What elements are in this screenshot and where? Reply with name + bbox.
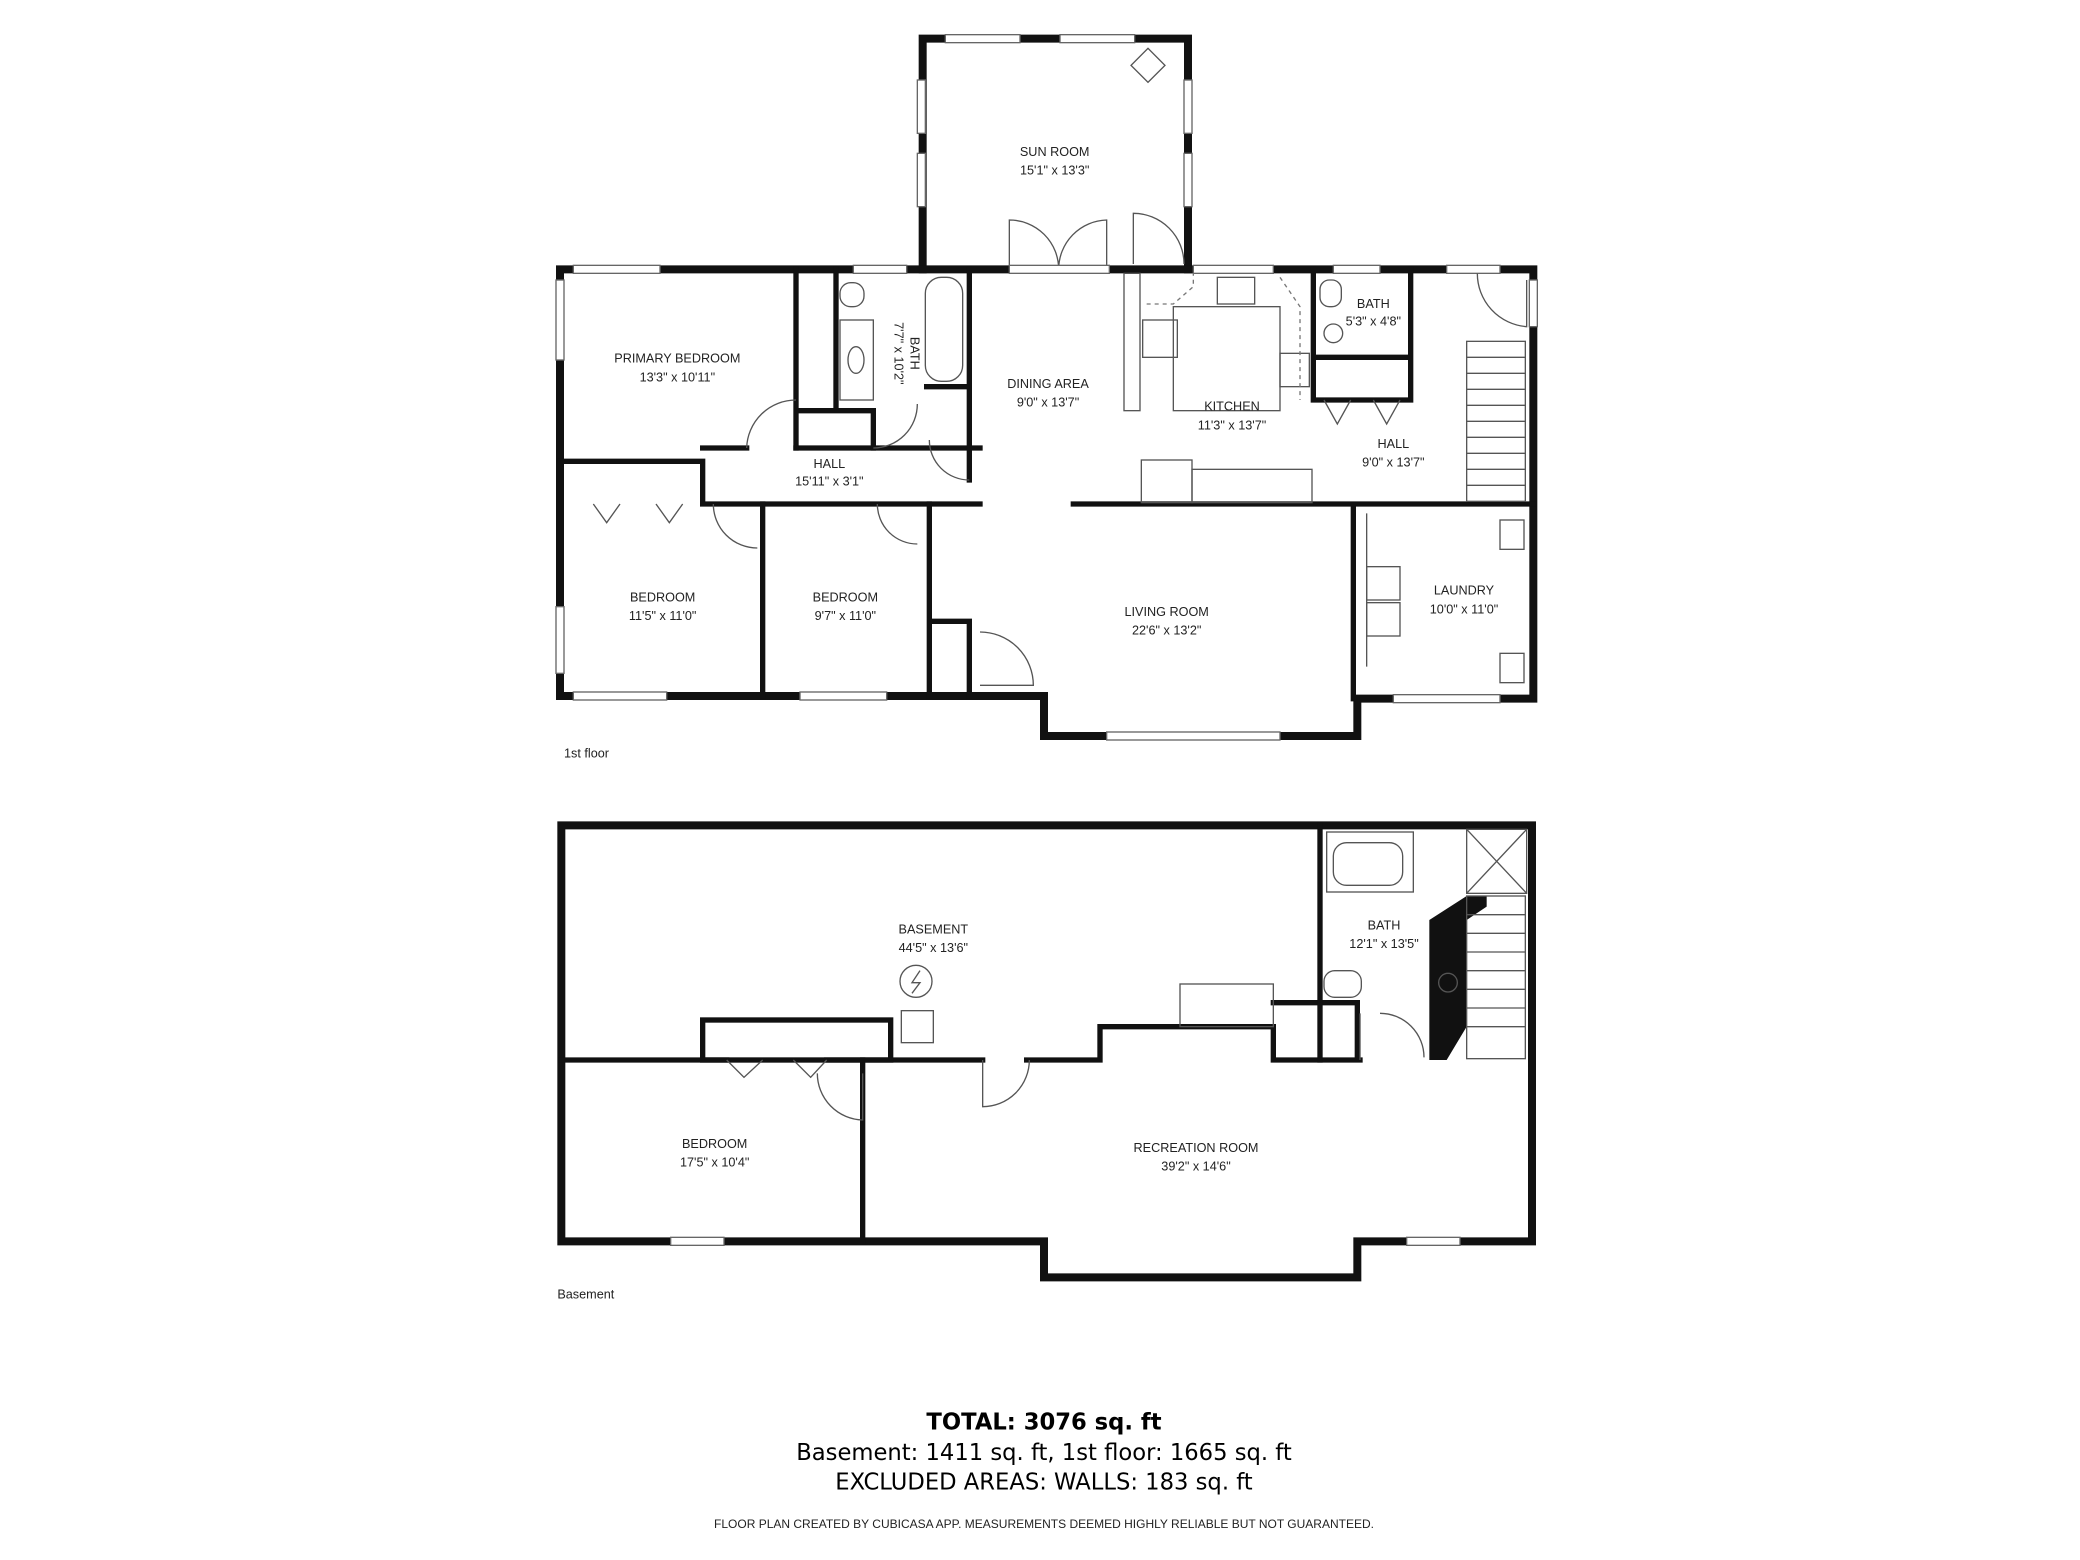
room-dims: 10'0" x 11'0" — [1430, 602, 1498, 616]
room-name: DINING AREA — [1007, 377, 1089, 391]
room-dims: 9'0" x 13'7" — [1362, 456, 1424, 470]
disclaimer: FLOOR PLAN CREATED BY CUBICASA APP. MEAS… — [714, 1517, 1374, 1531]
room-dims: 11'5" x 11'0" — [629, 609, 697, 623]
room-name: BEDROOM — [682, 1137, 747, 1151]
room-dims: 13'3" x 10'11" — [640, 370, 716, 384]
room-dims: 11'3" x 13'7" — [1198, 418, 1266, 432]
room-dims: 9'7" x 11'0" — [815, 609, 876, 623]
room-dims: 7'7" x 10'2" — [892, 322, 906, 384]
room-name: RECREATION ROOM — [1134, 1141, 1259, 1155]
room-name: BATH — [908, 337, 922, 370]
room-dims: 9'0" x 13'7" — [1017, 396, 1079, 410]
floor-label: 1st floor — [564, 746, 609, 760]
area-breakdown: Basement: 1411 sq. ft, 1st floor: 1665 s… — [796, 1440, 1292, 1466]
room-name: BEDROOM — [630, 590, 695, 604]
room-name: BASEMENT — [899, 922, 969, 936]
room-dims: 17'5" x 10'4" — [680, 1156, 749, 1170]
room-name: HALL — [1377, 437, 1409, 451]
room-name: BEDROOM — [813, 590, 878, 604]
room-name: BATH — [1368, 918, 1401, 932]
room-name: SUN ROOM — [1020, 145, 1090, 159]
room-name: HALL — [813, 457, 845, 471]
room-dims: 15'11" x 3'1" — [795, 474, 863, 488]
first-floor-plan: SUN ROOM 15'1" x 13'3" PRIMARY BEDROOM 1… — [555, 34, 1538, 760]
room-name: BATH — [1357, 297, 1390, 311]
floor-label: Basement — [557, 1288, 614, 1302]
excluded-areas: EXCLUDED AREAS: WALLS: 183 sq. ft — [835, 1469, 1252, 1495]
room-dims: 5'3" x 4'8" — [1346, 314, 1401, 328]
room-dims: 39'2" x 14'6" — [1161, 1160, 1230, 1174]
basement-plan: BASEMENT 44'5" x 13'6" BATH 12'1" x 13'5… — [557, 821, 1536, 1302]
room-name: PRIMARY BEDROOM — [614, 352, 740, 366]
total-area: TOTAL: 3076 sq. ft — [926, 1409, 1161, 1435]
room-dims: 15'1" x 13'3" — [1020, 164, 1089, 178]
room-dims: 22'6" x 13'2" — [1132, 624, 1201, 638]
room-name: LAUNDRY — [1434, 584, 1495, 598]
room-name: KITCHEN — [1204, 400, 1260, 414]
room-name: LIVING ROOM — [1124, 605, 1208, 619]
room-dims: 12'1" x 13'5" — [1349, 937, 1418, 951]
room-dims: 44'5" x 13'6" — [899, 941, 968, 955]
